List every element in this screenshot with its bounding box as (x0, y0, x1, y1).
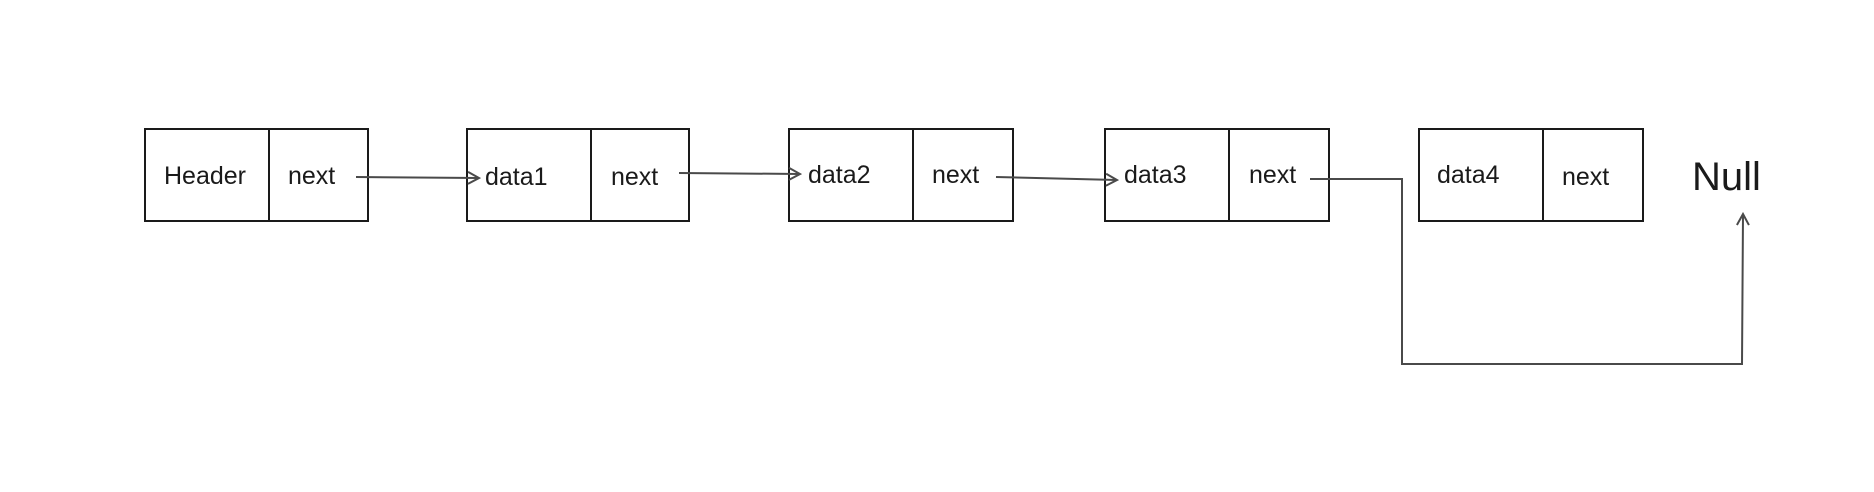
node-next-cell (1228, 128, 1330, 222)
node-data-label: data3 (1124, 161, 1187, 189)
node-data-label: data4 (1437, 161, 1500, 189)
node-data-label: data2 (808, 161, 871, 189)
null-label: Null (1692, 155, 1761, 199)
list-node-data2: data2 next (788, 128, 1014, 222)
node-next-label: next (288, 162, 335, 190)
list-node-data4: data4 next (1418, 128, 1644, 222)
node-next-cell (268, 128, 369, 222)
node-next-cell (590, 128, 690, 222)
node-data-cell (1418, 128, 1544, 222)
pointer-arrow-data2-to-data3 (995, 177, 1117, 180)
node-data-cell (788, 128, 914, 222)
pointer-arrow-header-to-data1 (355, 177, 479, 178)
node-next-label: next (932, 161, 979, 189)
node-data-cell (466, 128, 592, 222)
list-node-header: Header next (144, 128, 369, 222)
node-data-label: data1 (485, 163, 548, 191)
node-data-cell (1104, 128, 1230, 222)
pointer-arrow-data3-to-null (1310, 178, 1743, 365)
node-data-cell (144, 128, 270, 222)
node-next-cell (912, 128, 1014, 222)
list-node-data1: data1 next (466, 128, 690, 222)
node-next-label: next (611, 163, 658, 191)
pointer-arrow-data1-to-data2 (678, 173, 800, 174)
node-next-cell (1542, 128, 1644, 222)
node-next-label: next (1562, 163, 1609, 191)
node-data-label: Header (164, 162, 246, 190)
node-next-label: next (1249, 161, 1296, 189)
list-node-data3: data3 next (1104, 128, 1330, 222)
